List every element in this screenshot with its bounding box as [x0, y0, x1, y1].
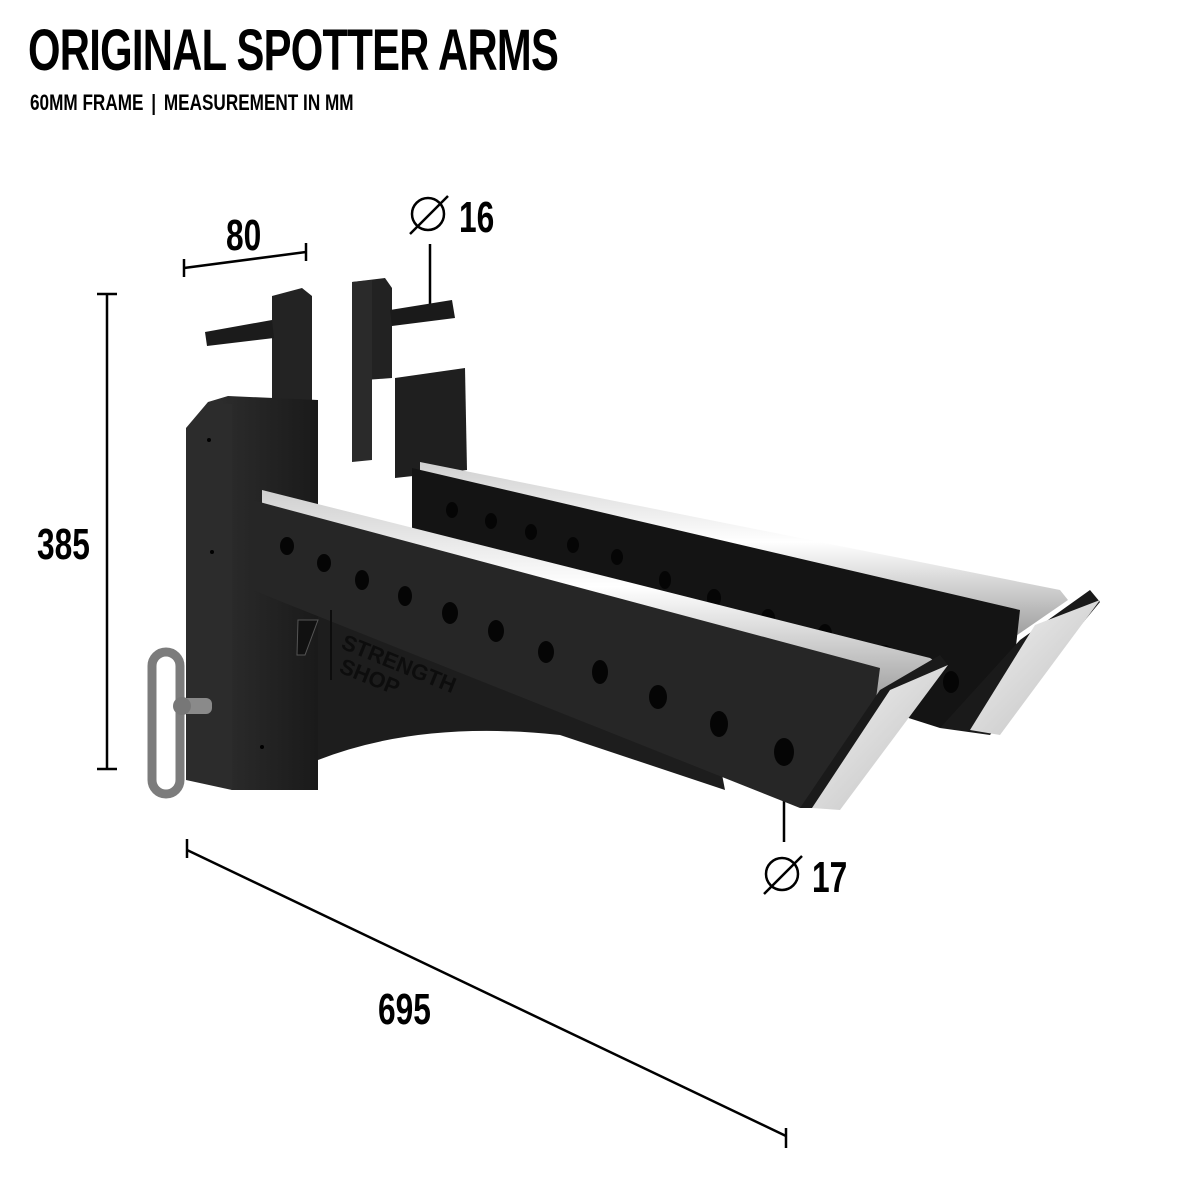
diameter-icon	[409, 195, 449, 235]
dimension-label-385: 385	[37, 520, 90, 569]
page-title: ORIGINAL SPOTTER ARMS	[28, 18, 559, 83]
dimension-line-385	[97, 292, 117, 771]
diameter-icon	[763, 855, 803, 895]
dimension-label-hole-diameter	[762, 852, 806, 901]
safety-pin-handle	[147, 647, 212, 799]
frame-size-label: 60MM FRAME	[30, 90, 144, 115]
dimension-label-695: 695	[378, 985, 431, 1034]
dimension-line-695	[185, 839, 788, 1148]
page-subtitle: 60MM FRAME |MEASUREMENT IN MM	[30, 92, 354, 114]
dimension-label-80: 80	[226, 211, 262, 260]
dimension-label-pin-diameter	[408, 192, 452, 241]
hole-diameter-value: 17	[812, 853, 848, 902]
front-arm-holes	[280, 537, 794, 766]
dimension-line-80	[182, 243, 308, 277]
measurement-unit-label: MEASUREMENT IN MM	[163, 90, 354, 115]
pin-diameter-value: 16	[459, 193, 495, 242]
subtitle-separator: |	[151, 90, 157, 115]
